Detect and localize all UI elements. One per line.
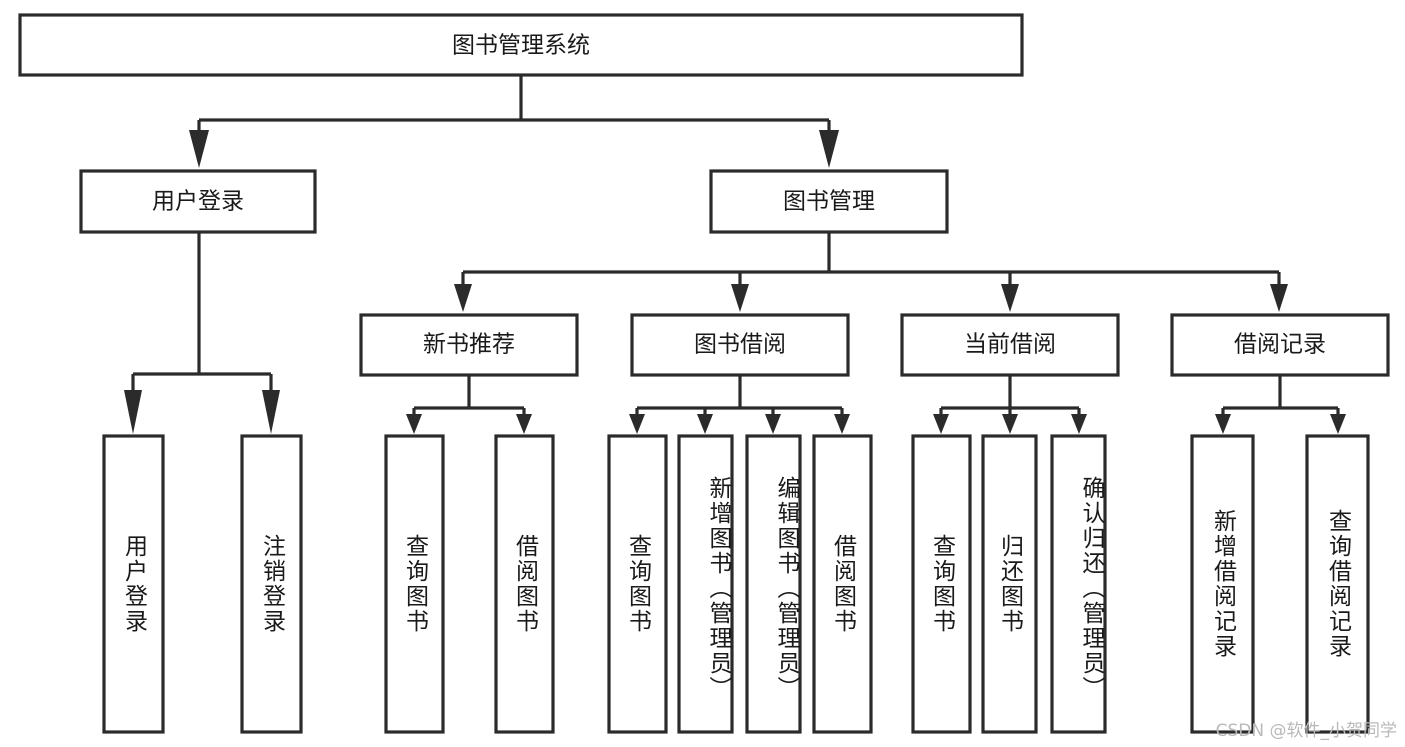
node-label-newbook: 新书推荐	[423, 332, 515, 358]
node-label-bookmgmt: 图书管理	[783, 189, 875, 215]
node-box-leaf5[interactable]	[607, 434, 668, 734]
arrow-to-leaf1-icon	[124, 390, 142, 434]
node-box-bookmgmt[interactable]	[709, 169, 949, 234]
arrow-to-borrow-icon	[731, 284, 749, 312]
arrow-to-leaf7-icon	[765, 414, 781, 434]
node-box-login[interactable]	[79, 169, 317, 234]
arrow-to-leaf5-icon	[629, 414, 645, 434]
arrow-to-leaf9-icon	[933, 414, 949, 434]
node-box-root[interactable]	[18, 13, 1024, 77]
arrow-to-leaf11-icon	[1071, 414, 1087, 434]
arrow-to-leaf6-icon	[697, 414, 713, 434]
node-box-leaf7[interactable]	[745, 434, 802, 734]
node-box-records[interactable]	[1170, 313, 1390, 377]
node-box-leaf9[interactable]	[911, 434, 972, 734]
node-label-root: 图书管理系统	[452, 33, 590, 59]
arrow-to-leaf2-icon	[262, 390, 280, 434]
node-box-borrow[interactable]	[630, 313, 850, 377]
node-label-records: 借阅记录	[1234, 332, 1326, 358]
node-box-leaf6[interactable]	[677, 434, 734, 734]
node-box-leaf1[interactable]	[102, 434, 165, 734]
node-label-login: 用户登录	[152, 189, 244, 215]
arrow-to-leaf3-icon	[406, 414, 422, 434]
node-box-current[interactable]	[900, 313, 1120, 377]
arrow-to-leaf12-icon	[1215, 414, 1231, 434]
node-box-leaf13[interactable]	[1305, 434, 1370, 734]
node-label-current: 当前借阅	[964, 332, 1056, 358]
watermark-text: CSDN @软件_小贺同学	[1215, 721, 1397, 741]
arrow-to-leaf4-icon	[516, 414, 532, 434]
node-box-leaf2[interactable]	[240, 434, 303, 734]
arrow-to-leaf13-icon	[1330, 414, 1346, 434]
arrow-to-login-icon	[189, 130, 209, 168]
node-box-leaf11[interactable]	[1050, 434, 1107, 734]
arrow-to-newbook-icon	[454, 284, 472, 312]
edges-layer	[124, 76, 1346, 434]
arrow-to-records-icon	[1270, 284, 1288, 312]
arrow-to-leaf10-icon	[1002, 414, 1018, 434]
node-box-leaf10[interactable]	[981, 434, 1038, 734]
node-box-leaf12[interactable]	[1190, 434, 1255, 734]
node-label-borrow: 图书借阅	[694, 332, 786, 358]
node-box-leaf4[interactable]	[494, 434, 555, 734]
arrow-to-bookmgmt-icon	[819, 130, 839, 168]
node-box-newbook[interactable]	[359, 313, 579, 377]
nodes-layer: 图书管理系统 用户登录 图书管理 新书推荐 图书借阅 当前借阅 借阅记录	[18, 13, 1390, 734]
arrow-to-leaf8-icon	[834, 414, 850, 434]
node-box-leaf8[interactable]	[812, 434, 873, 734]
arrow-to-current-icon	[1001, 284, 1019, 312]
node-box-leaf3[interactable]	[384, 434, 445, 734]
